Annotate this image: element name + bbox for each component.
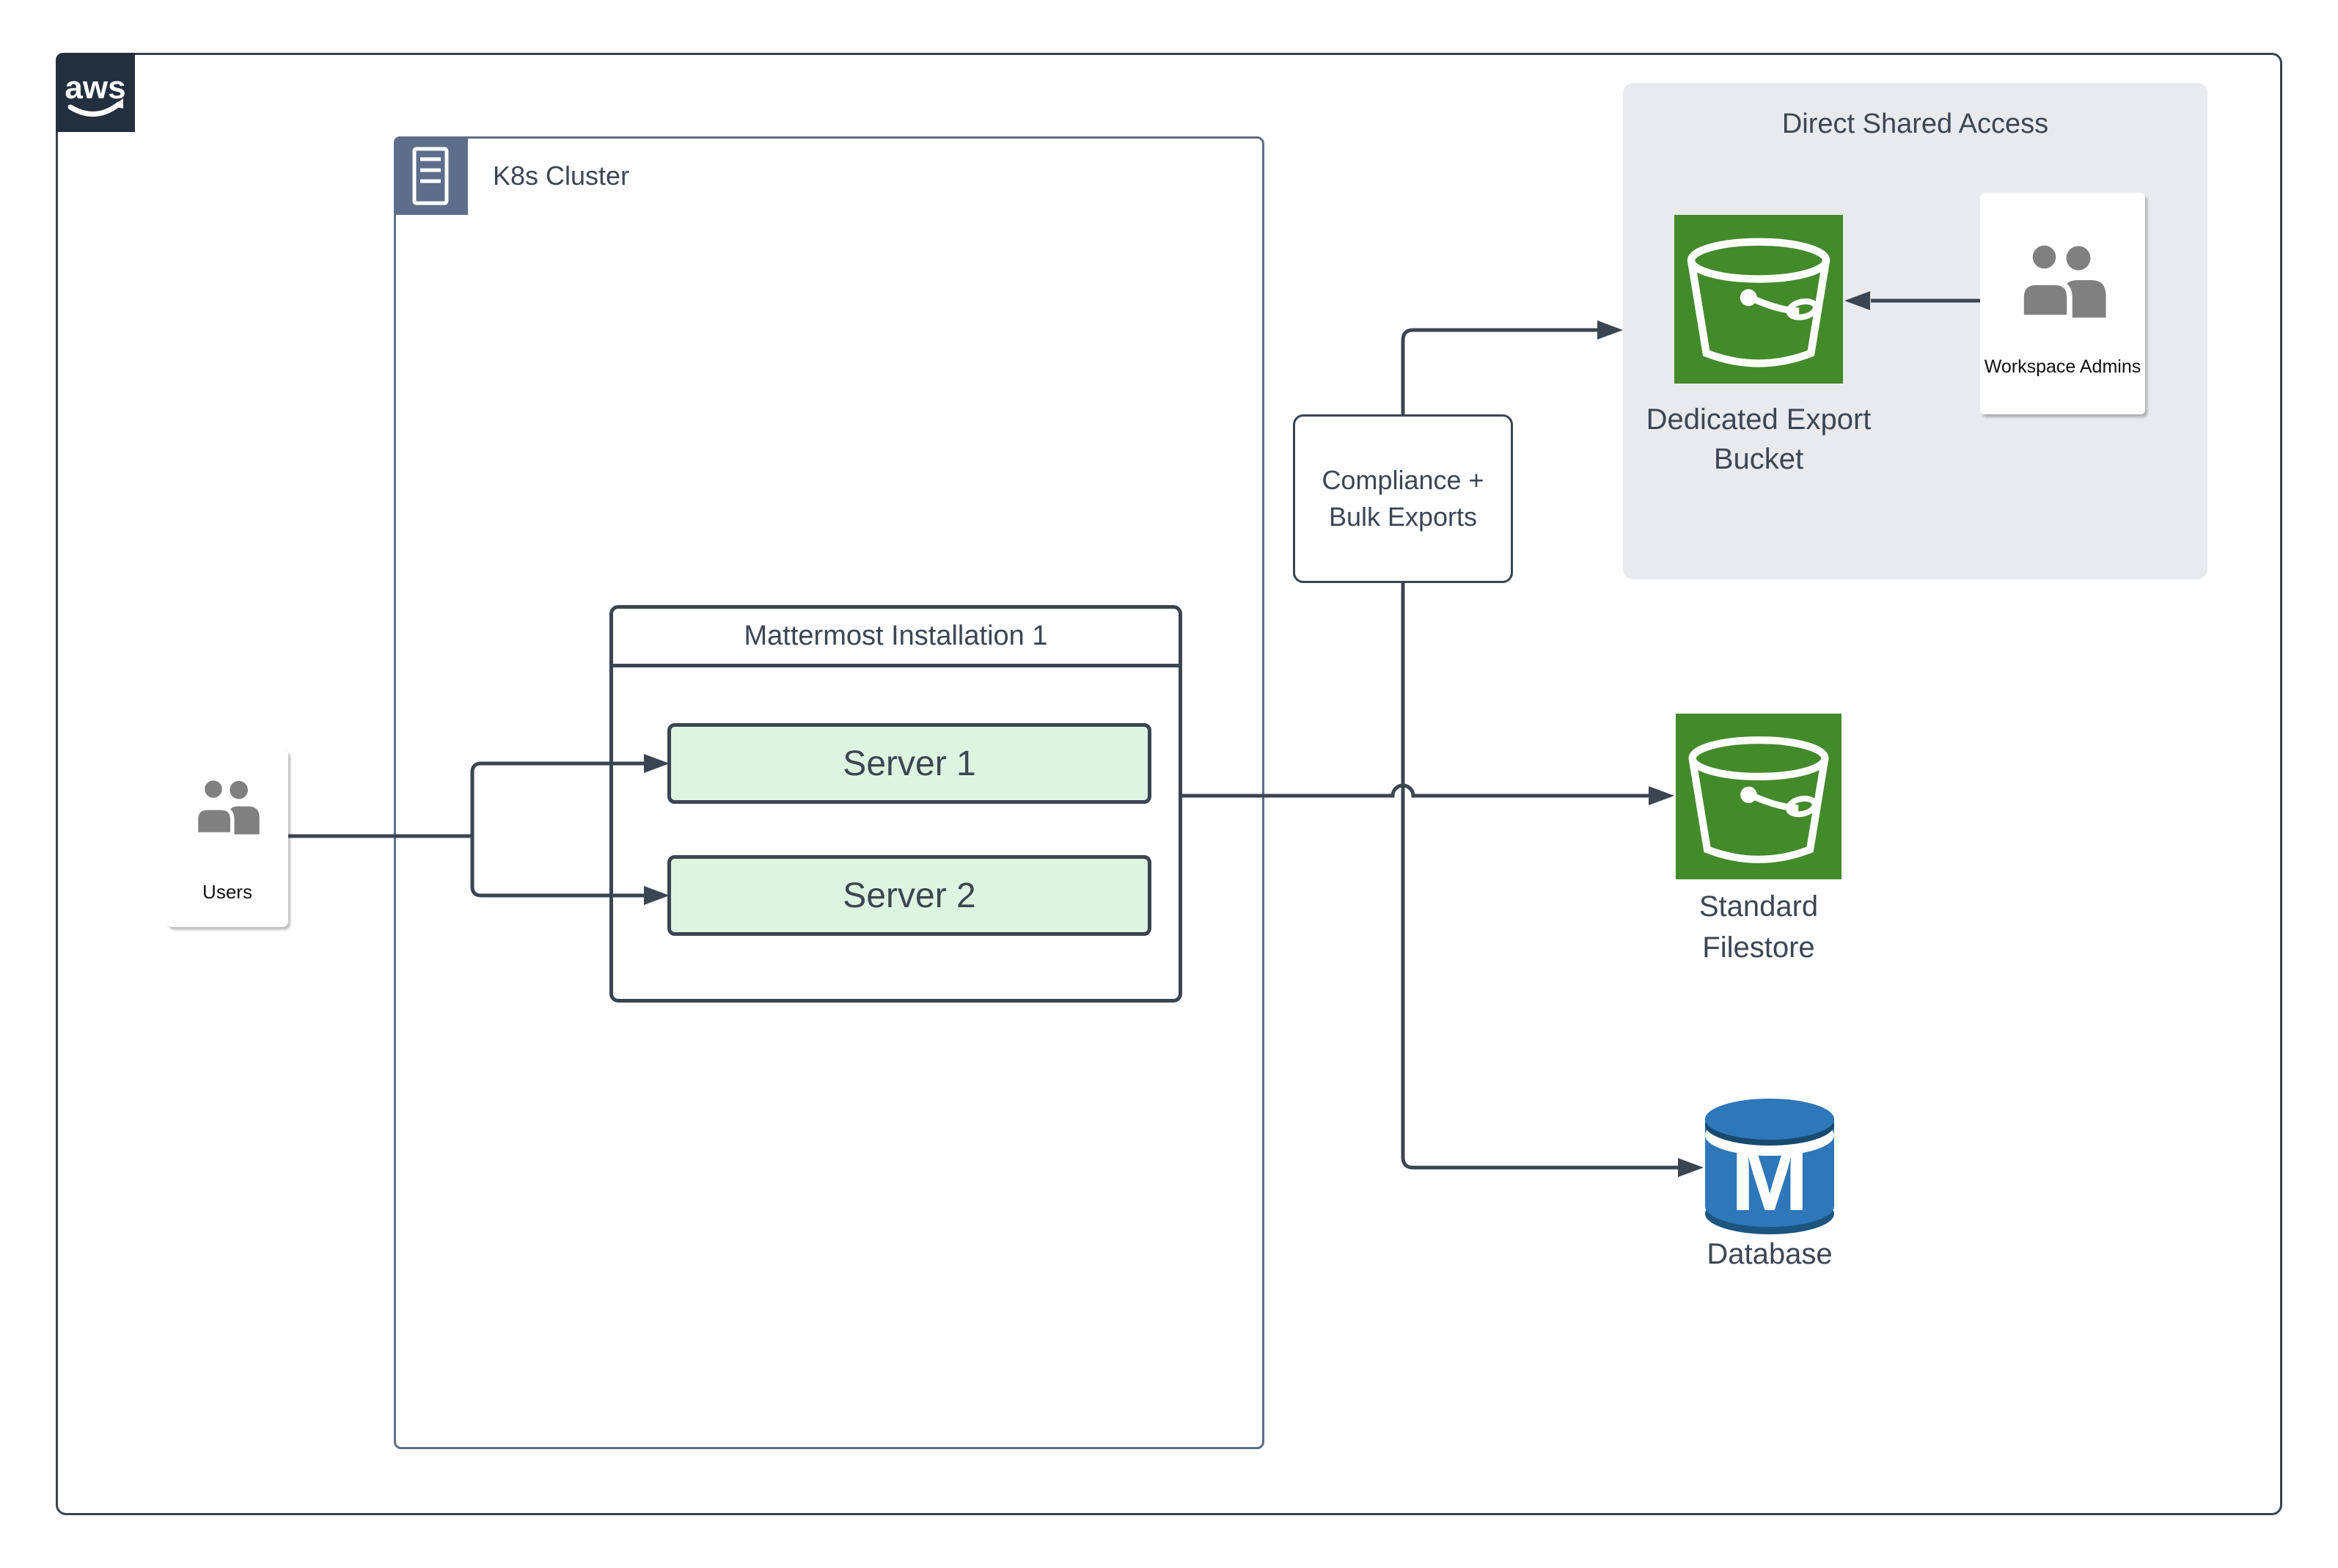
s3-bucket-icon bbox=[1676, 714, 1842, 879]
users-label: Users bbox=[202, 881, 252, 903]
server-2-node: Server 2 bbox=[667, 855, 1151, 936]
compliance-line1: Compliance + bbox=[1322, 465, 1484, 495]
dedicated-export-bucket-line1: Dedicated Export bbox=[1646, 403, 1872, 436]
dedicated-export-bucket-label: Dedicated Export Bucket bbox=[1605, 400, 1913, 479]
workspace-admins-people-icon bbox=[2018, 241, 2106, 320]
aws-logo-text: aws bbox=[65, 70, 125, 106]
users-people-icon bbox=[194, 777, 260, 837]
workspace-admins-label: Workspace Admins bbox=[1984, 356, 2141, 377]
server-1-node: Server 1 bbox=[667, 723, 1151, 804]
database-label: Database bbox=[1707, 1238, 1833, 1270]
mattermost-installation-box: Mattermost Installation 1 bbox=[609, 605, 1182, 1003]
compliance-bulk-exports-node: Compliance + Bulk Exports bbox=[1293, 414, 1513, 583]
s3-bucket-icon bbox=[1674, 215, 1843, 384]
server-rack-icon bbox=[394, 136, 468, 215]
workspace-admins-node: Workspace Admins bbox=[1980, 193, 2145, 414]
standard-filestore-line2: Filestore bbox=[1702, 931, 1815, 964]
k8s-cluster-label: K8s Cluster bbox=[493, 161, 630, 191]
aws-smile-arc bbox=[67, 101, 122, 117]
dedicated-export-bucket-line2: Bucket bbox=[1713, 443, 1804, 475]
diagram-outer-frame bbox=[56, 53, 2282, 1515]
database-cylinder-icon: M bbox=[1704, 1072, 1836, 1237]
compliance-line2: Bulk Exports bbox=[1328, 502, 1478, 532]
direct-shared-access-title: Direct Shared Access bbox=[1781, 109, 2049, 139]
users-node: Users bbox=[166, 749, 288, 927]
aws-logo-icon: aws bbox=[65, 70, 126, 117]
mattermost-installation-title: Mattermost Installation 1 bbox=[613, 609, 1179, 667]
aws-smile-arrow bbox=[113, 98, 123, 109]
database-monogram: M bbox=[1731, 1126, 1809, 1231]
aws-logo: aws bbox=[56, 53, 135, 132]
standard-filestore-line1: Standard bbox=[1698, 890, 1819, 923]
standard-filestore-label: Standard Filestore bbox=[1605, 886, 1913, 968]
